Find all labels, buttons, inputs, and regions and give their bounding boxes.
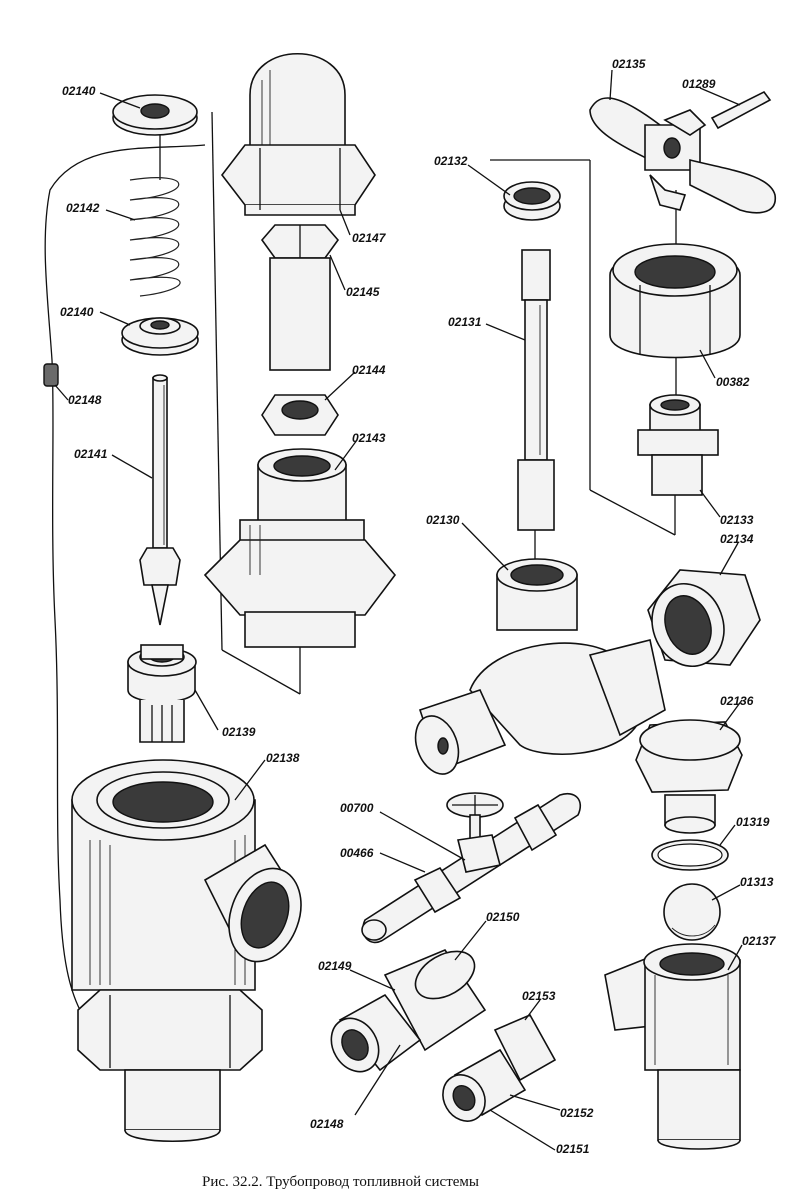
part-00382-union-nut (609, 243, 741, 359)
part-01319-o-ring (651, 839, 729, 871)
label-02151: 02151 (556, 1142, 590, 1156)
label-02137: 02137 (742, 934, 777, 948)
part-02133-bushing (637, 394, 719, 496)
part-02153-fitting (493, 1013, 557, 1082)
part-02143-union-body (203, 448, 397, 648)
part-02147-cap-nut (220, 53, 376, 216)
part-02149-fitting-nipple (330, 993, 422, 1073)
label-02134: 02134 (720, 532, 754, 546)
label-02135: 02135 (612, 57, 646, 71)
label-02142: 02142 (66, 201, 100, 215)
label-02136: 02136 (720, 694, 754, 708)
part-01313-ball (663, 883, 721, 941)
part-02138-valve-body (71, 759, 302, 1143)
label-00700: 00700 (340, 801, 374, 815)
label-01319: 01319 (736, 815, 770, 829)
part-02131-spindle (517, 249, 555, 531)
label-02143: 02143 (352, 431, 386, 445)
label-00466: 00466 (340, 846, 374, 860)
label-02144: 02144 (352, 363, 386, 377)
label-02148-fitting: 02148 (310, 1117, 344, 1131)
part-02130-tee-body (414, 558, 666, 775)
part-01289-pin (710, 90, 772, 130)
part-02144-hex-nut (261, 394, 339, 436)
label-02149: 02149 (318, 959, 352, 973)
part-02134-nut (647, 569, 761, 668)
part-02151-fitting-nipple (442, 1074, 486, 1122)
label-02140-middle: 02140 (60, 305, 94, 319)
part-02150-fitting (383, 949, 487, 1052)
part-02132-ring (503, 181, 561, 221)
label-02152: 02152 (560, 1106, 594, 1120)
label-02138: 02138 (266, 751, 300, 765)
label-01289: 01289 (682, 77, 716, 91)
figure-caption: Рис. 32.2. Трубопровод топливной системы (202, 1174, 479, 1190)
label-02148-plug: 02148 (68, 393, 102, 407)
label-02145: 02145 (346, 285, 380, 299)
label-02150: 02150 (486, 910, 520, 924)
part-02148-small-plug (43, 363, 59, 387)
label-02147: 02147 (352, 231, 387, 245)
part-02136-plug (635, 719, 743, 834)
label-02153: 02153 (522, 989, 556, 1003)
part-02141-needle (139, 374, 181, 626)
label-02141: 02141 (74, 447, 108, 461)
part-02140-middle-washer (121, 317, 199, 356)
part-02142-spring (129, 177, 181, 297)
label-02132: 02132 (434, 154, 468, 168)
label-00382: 00382 (716, 375, 750, 389)
part-02135-handle (589, 97, 776, 214)
label-02133: 02133 (720, 513, 754, 527)
part-00700-handwheel (446, 792, 504, 873)
label-01313: 01313 (740, 875, 774, 889)
label-02131: 02131 (448, 315, 482, 329)
part-02145-hex-bolt (260, 224, 340, 371)
label-02139: 02139 (222, 725, 256, 739)
part-02140-top-washer (112, 94, 198, 136)
label-02130: 02130 (426, 513, 460, 527)
part-02137-valve-body (604, 943, 741, 1150)
part-02139-valve-seat (127, 644, 197, 743)
leader-lines (54, 69, 743, 1151)
label-02140-top: 02140 (62, 84, 96, 98)
